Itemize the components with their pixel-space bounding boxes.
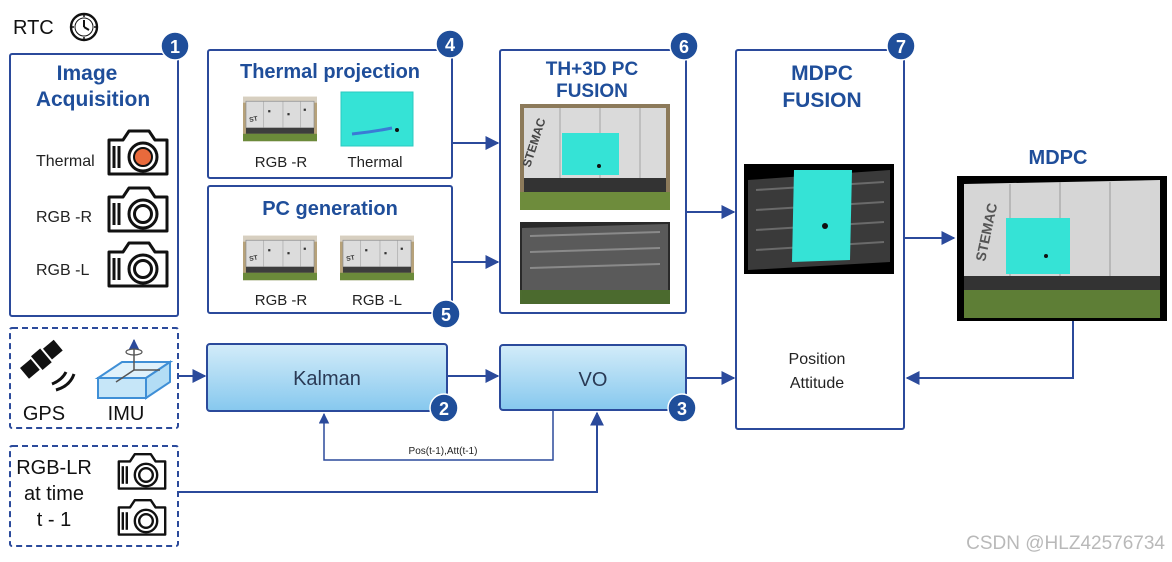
rtc-label: RTC [13,17,54,39]
mdpc-output-title: MDPC [1029,147,1088,169]
badge-4-text: 4 [445,35,455,55]
kalman-label: Kalman [293,368,361,390]
connectors [178,136,1074,493]
fused-thermal-photo: STEMAC [520,104,670,210]
badge-3-text: 3 [677,399,687,419]
gps-label: GPS [23,403,65,425]
badge-6: 6 [669,31,699,61]
image-acquisition-box [9,53,179,317]
badge-1: 1 [160,31,190,61]
mdpc-output-photo: STEMAC [957,176,1167,321]
clock-icon [69,12,99,42]
camera-label-thermal: Thermal [36,153,95,170]
thermal-camera-icon [107,129,169,176]
watermark-text: CSDN @HLZ42576734 [966,533,1165,554]
rgb-l-photo [340,235,414,281]
feedback-label: Pos(t-1),Att(t-1) [409,446,478,457]
pc-generation-box [207,185,453,314]
th3d-fusion-title-line2: FUSION [556,81,628,102]
acquisition-title-line2: Acquisition [36,88,150,111]
arrow-vo-feedback-to-kalman [318,410,554,461]
previous-frame-line2: at time [24,483,84,505]
mdpc-fusion-title-line1: MDPC [791,62,853,85]
thermal-projection-title: Thermal projection [240,61,420,83]
badge-3: 3 [667,393,697,423]
badge-2: 2 [429,393,459,423]
mdpc-fusion-title-line2: FUSION [782,89,861,112]
thermal-projection-label-rgb-r: RGB -R [255,154,308,171]
pc-generation-label-rgb-l: RGB -L [352,292,402,309]
th3d-fusion-title-line1: TH+3D PC [546,59,639,80]
previous-frame-line1: RGB-LR [16,457,92,479]
imu-icon [94,338,174,400]
mdpc-fusion-photo [744,164,894,274]
badge-7-text: 7 [896,37,906,57]
previous-frame-line3: t - 1 [37,509,71,531]
arrow-output-feedback [905,321,1074,385]
thermal-photo [340,91,414,147]
attitude-label: Attitude [790,375,844,392]
badge-6-text: 6 [679,37,689,57]
vo-label: VO [579,369,608,391]
pc-generation-label-rgb-r: RGB -R [255,292,308,309]
arrow-previous-frame-to-vo [178,411,604,493]
camera-label-rgb-l: RGB -L [36,262,89,279]
pc-generation-title: PC generation [262,198,398,220]
badge-5-text: 5 [441,305,451,325]
rgb-r-photo [243,235,317,281]
satellite-icon [20,339,76,392]
camera-label-rgb-r: RGB -R [36,209,92,226]
position-label: Position [789,351,846,368]
badge-7: 7 [886,31,916,61]
badge-1-text: 1 [170,37,180,57]
badge-4: 4 [435,29,465,59]
badge-2-text: 2 [439,399,449,419]
imu-label: IMU [108,403,145,425]
acquisition-title-line1: Image [57,62,118,85]
badge-5: 5 [431,299,461,329]
rgb-r-photo [243,96,317,142]
kalman-box [206,343,448,412]
thermal-projection-label-thermal: Thermal [347,154,402,171]
point-cloud-photo [520,222,670,304]
